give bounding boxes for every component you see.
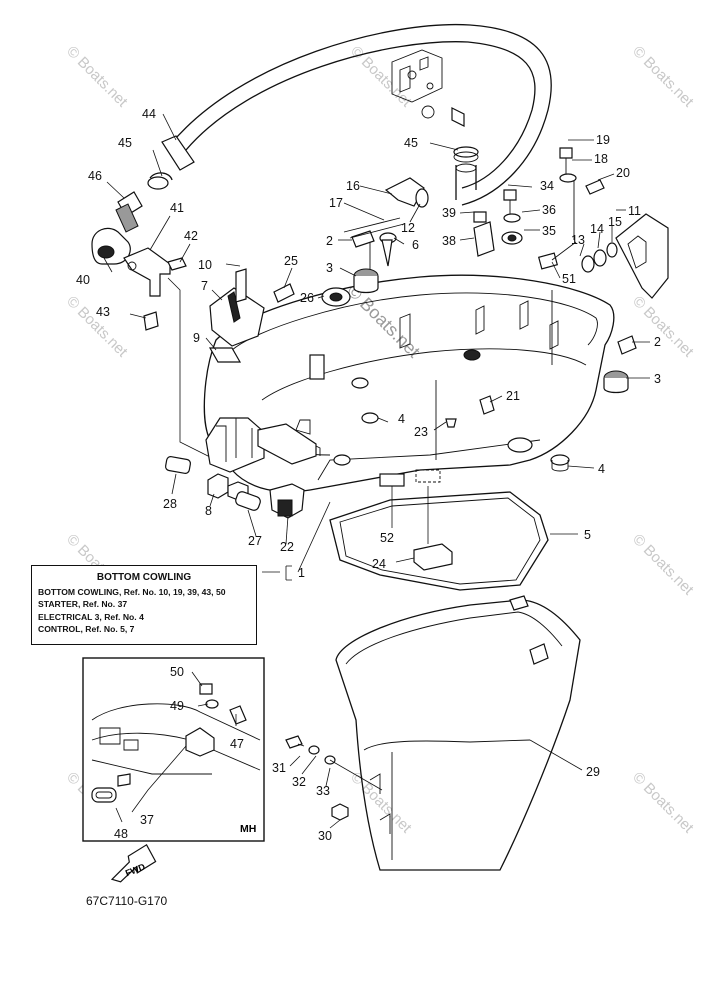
callout-numbers: 1 2 2 3 3 4 4 5 6 7 8 9 10 11 12 13 14 1…: [76, 107, 661, 843]
callout-49: 49: [170, 699, 184, 713]
callout-45: 45: [404, 136, 418, 150]
callout-20: 20: [616, 166, 630, 180]
reference-line: CONTROL, Ref. No. 5, 7: [38, 624, 135, 635]
starter-parts-left: [165, 268, 351, 519]
watermark: © Boats.net: [63, 293, 131, 361]
callout-28: 28: [163, 497, 177, 511]
callout-50: 50: [170, 665, 184, 679]
callout-33: 33: [316, 784, 330, 798]
watermark: © Boats.net: [347, 43, 415, 111]
callout-10: 10: [198, 258, 212, 272]
drawing-code: 67C7110-G170: [86, 894, 168, 908]
callout-40: 40: [76, 273, 90, 287]
callout-6: 6: [412, 238, 419, 252]
callout-2: 2: [326, 234, 333, 248]
callout-4: 4: [598, 462, 605, 476]
callout-9: 9: [193, 331, 200, 345]
watermark: © Boats.net: [629, 43, 697, 111]
fwd-arrow: FWD: [110, 843, 157, 883]
center-fasteners: [343, 177, 523, 428]
callout-17: 17: [329, 196, 343, 210]
inset-tag: MH: [240, 823, 256, 835]
callout-45: 45: [118, 136, 132, 150]
watermark: © Boats.net: [347, 769, 415, 837]
reference-line: STARTER, Ref. No. 37: [38, 599, 128, 610]
callout-39: 39: [442, 206, 456, 220]
callout-41: 41: [170, 201, 184, 215]
callout-13: 13: [571, 233, 585, 247]
callout-43: 43: [96, 305, 110, 319]
callout-3: 3: [654, 372, 661, 386]
callout-19: 19: [596, 133, 610, 147]
callout-15: 15: [608, 215, 622, 229]
watermark: © Boats.net: [629, 531, 697, 599]
callout-37: 37: [140, 813, 154, 827]
clamp-45-top: [453, 146, 479, 200]
callout-44: 44: [142, 107, 156, 121]
reference-box-title: BOTTOM COWLING: [96, 572, 192, 583]
callout-7: 7: [201, 279, 208, 293]
callout-14: 14: [590, 222, 604, 236]
callout-3: 3: [326, 261, 333, 275]
callout-4: 4: [398, 412, 405, 426]
watermark: © Boats.net: [63, 43, 131, 111]
callout-35: 35: [542, 224, 556, 238]
callout-46: 46: [88, 169, 102, 183]
right-side-parts: [550, 147, 669, 472]
callout-5: 5: [584, 528, 591, 542]
callout-11: 11: [628, 204, 641, 218]
reference-box: BOTTOM COWLING BOTTOM COWLING, Ref. No. …: [31, 565, 257, 645]
callout-12: 12: [401, 221, 415, 235]
callout-47: 47: [230, 737, 244, 751]
reference-line: BOTTOM COWLING, Ref. No. 10, 19, 39, 43,…: [38, 586, 226, 597]
callout-24: 24: [372, 557, 386, 571]
callout-18: 18: [594, 152, 608, 166]
callout-26: 26: [300, 291, 314, 305]
inset-mh: [82, 657, 265, 842]
fasteners-30-33: [285, 735, 383, 821]
callout-8: 8: [205, 504, 212, 518]
callout-21: 21: [506, 389, 520, 403]
callout-32: 32: [292, 775, 306, 789]
watermark-center: © Boats.net: [343, 281, 424, 362]
callout-42: 42: [184, 229, 198, 243]
watermark: © Boats.net: [629, 293, 697, 361]
lower-cowling-29: [335, 595, 581, 871]
callout-30: 30: [318, 829, 332, 843]
bottom-cowling: [203, 176, 615, 493]
leader-lines: [103, 113, 650, 829]
callout-29: 29: [586, 765, 600, 779]
gasket-5: [329, 491, 549, 591]
callout-36: 36: [542, 203, 556, 217]
callout-23: 23: [414, 425, 428, 439]
hose-44: [161, 23, 552, 206]
callout-1: 1: [298, 566, 305, 580]
callout-34: 34: [540, 179, 554, 193]
callout-22: 22: [280, 540, 294, 554]
callout-51: 51: [562, 272, 576, 286]
reference-line: ELECTRICAL 3, Ref. No. 4: [38, 611, 144, 622]
watermark: © Boats.net: [629, 769, 697, 837]
bracket-assembly-top: [391, 49, 465, 127]
callout-31: 31: [272, 761, 286, 775]
left-fittings: [91, 172, 221, 463]
callout-38: 38: [442, 234, 456, 248]
callout-16: 16: [346, 179, 360, 193]
callout-52: 52: [380, 531, 394, 545]
callout-25: 25: [284, 254, 298, 268]
callout-2: 2: [654, 335, 661, 349]
callout-48: 48: [114, 827, 128, 841]
callout-27: 27: [248, 534, 262, 548]
